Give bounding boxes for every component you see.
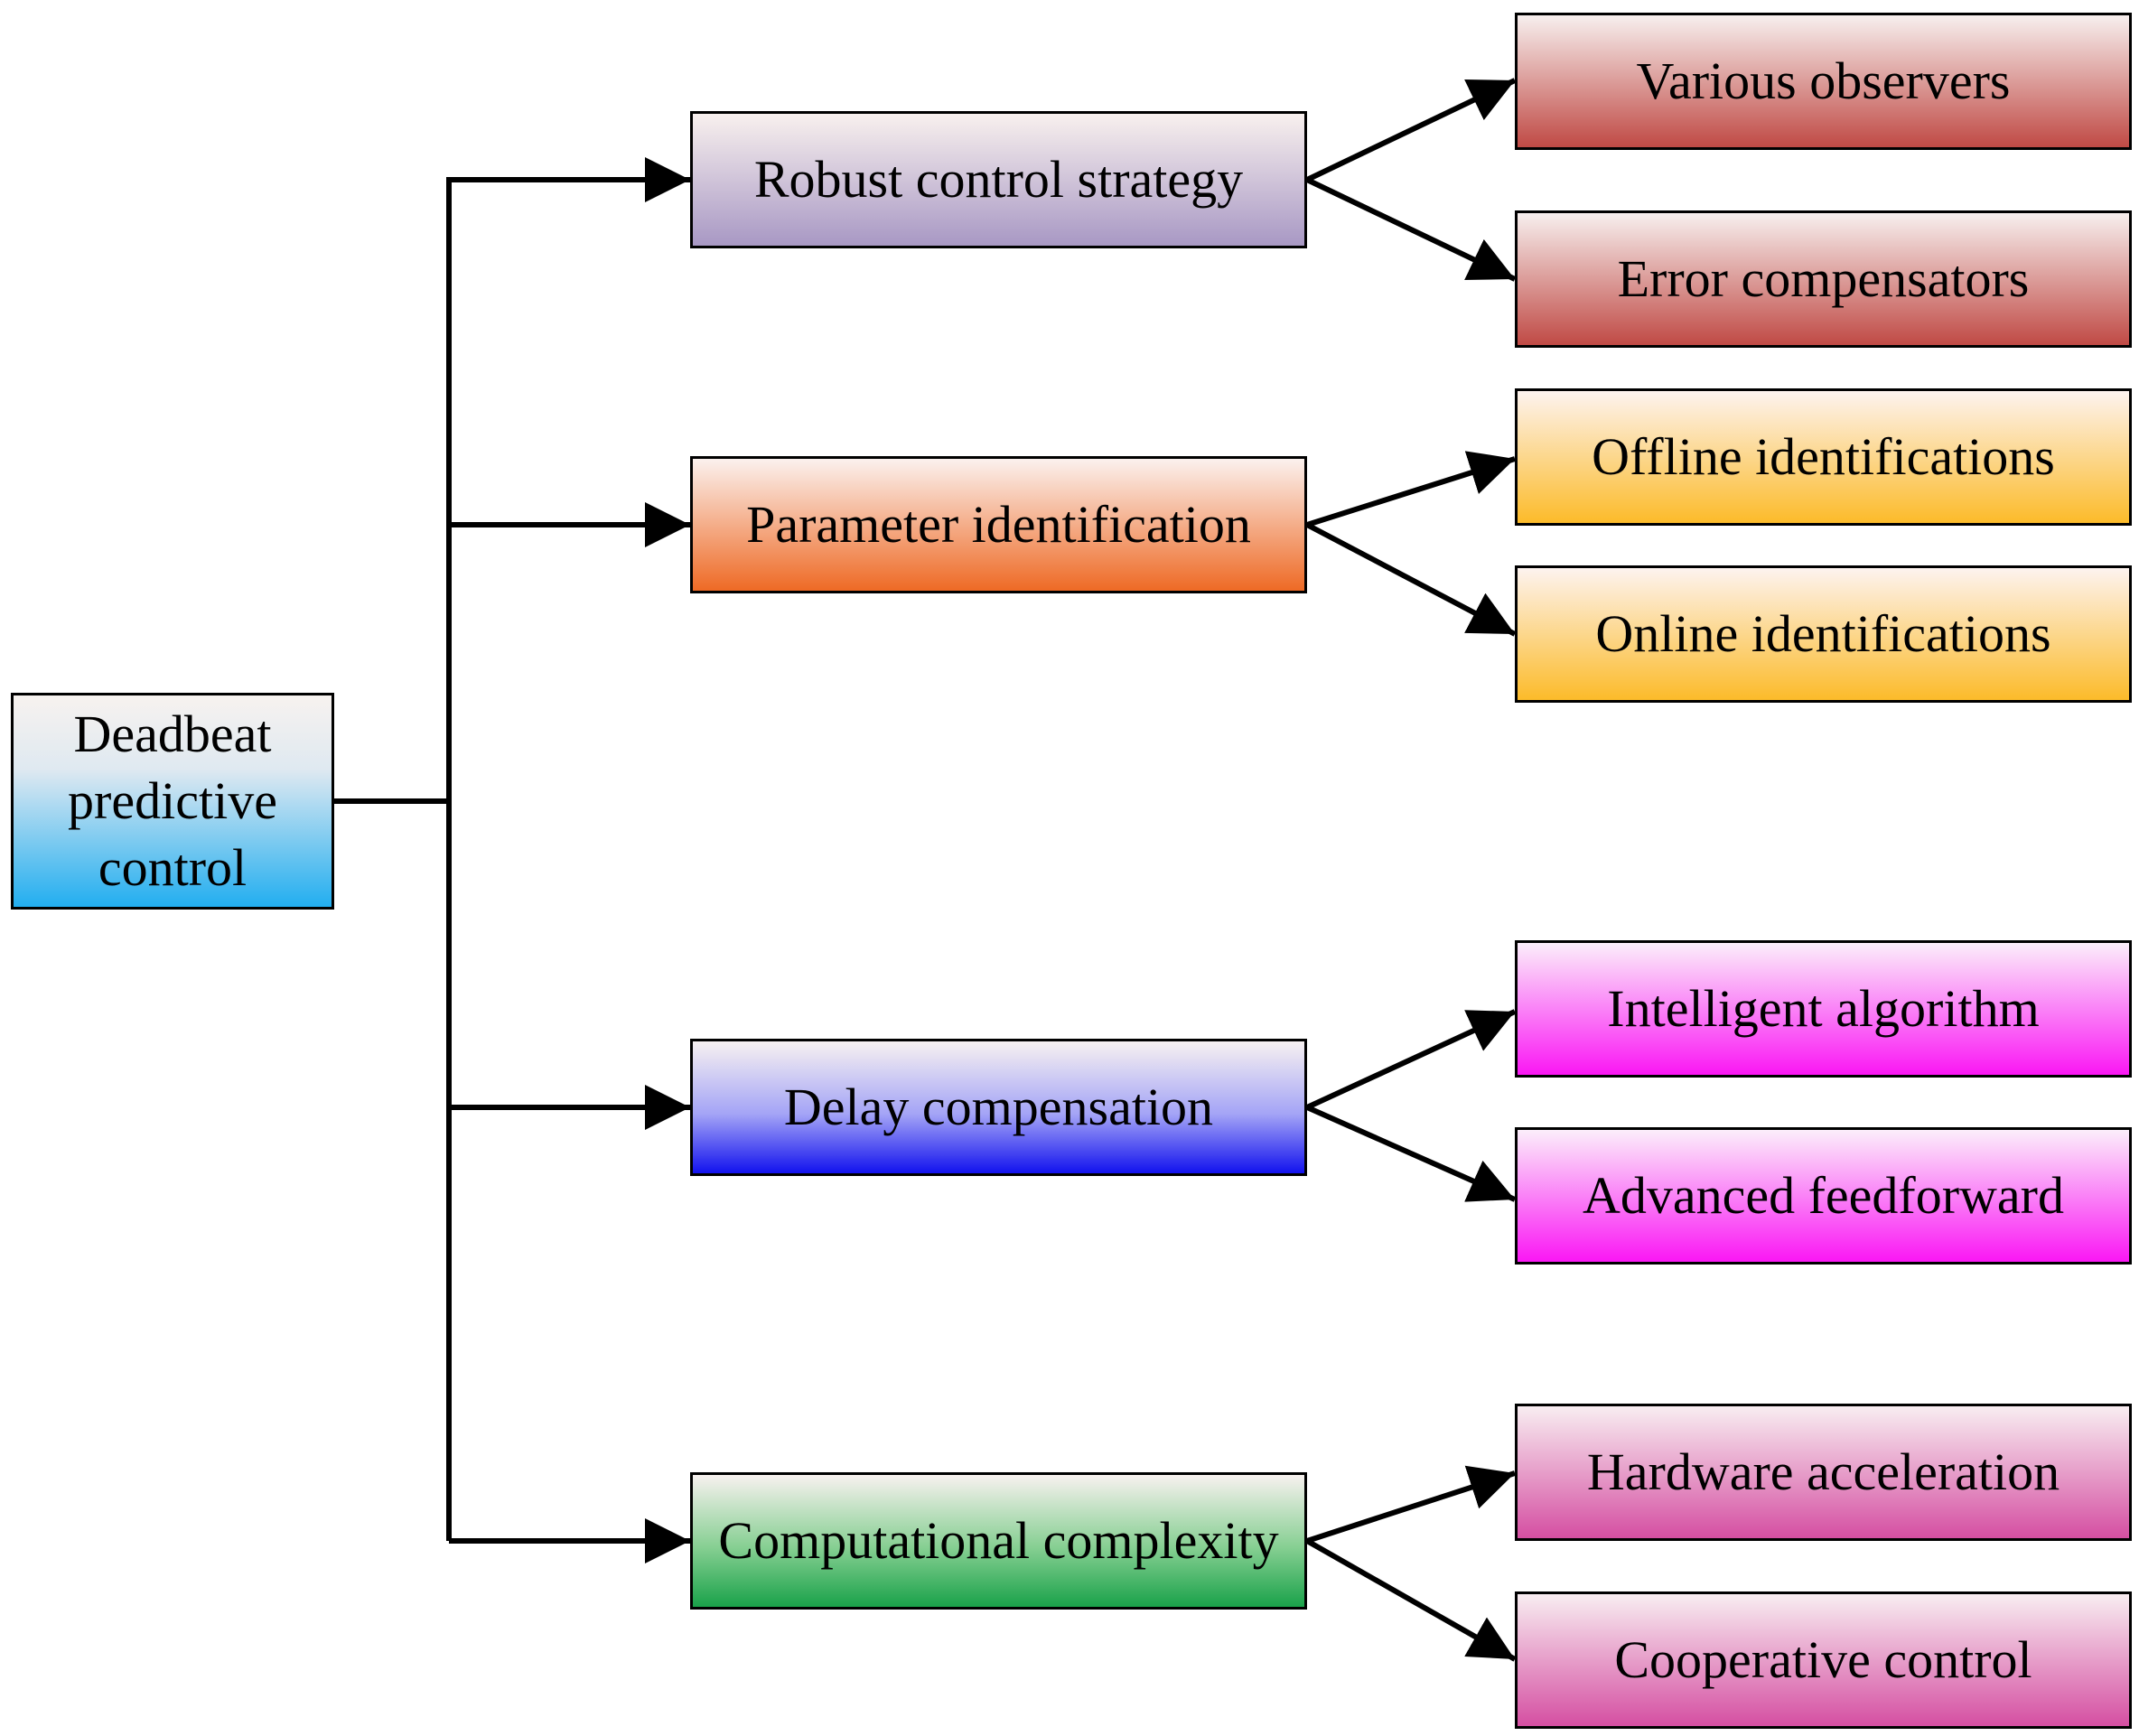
leaf-offline-identifications: Offline identifications (1515, 388, 2132, 526)
leaf-label: Various observers (1636, 51, 2011, 110)
leaf-hardware-acceleration: Hardware acceleration (1515, 1404, 2132, 1541)
arrow-advanced-feedforward (1305, 1105, 1517, 1202)
category-robust-control-strategy: Robust control strategy (690, 111, 1307, 248)
arrow-various-observers (1305, 78, 1517, 182)
leaf-label: Online identifications (1595, 604, 2051, 663)
leaf-cooperative-control: Cooperative control (1515, 1591, 2132, 1729)
arrow-hardware-acceleration (1306, 1465, 1516, 1544)
leaf-label: Offline identifications (1592, 427, 2055, 486)
arrow-error-compensators (1305, 177, 1517, 282)
leaf-label: Intelligent algorithm (1607, 979, 2040, 1038)
leaf-advanced-feedforward: Advanced feedforward (1515, 1127, 2132, 1265)
root-label: Deadbeat predictive control (68, 705, 277, 897)
root-node: Deadbeat predictive control (11, 693, 334, 910)
category-label: Parameter identification (746, 495, 1251, 554)
category-label: Robust control strategy (753, 150, 1244, 209)
leaf-intelligent-algorithm: Intelligent algorithm (1515, 940, 2132, 1078)
arrow-offline-identifications (1306, 451, 1516, 527)
category-computational-complexity: Computational complexity (690, 1472, 1307, 1610)
arrow-cooperative-control (1305, 1538, 1517, 1662)
leaf-label: Cooperative control (1614, 1630, 2032, 1689)
arrow-online-identifications (1305, 522, 1517, 637)
leaf-online-identifications: Online identifications (1515, 565, 2132, 703)
category-parameter-identification: Parameter identification (690, 456, 1307, 593)
category-delay-compensation: Delay compensation (690, 1039, 1307, 1176)
leaf-label: Error compensators (1617, 249, 2030, 308)
arrow-intelligent-algorithm (1305, 1009, 1517, 1110)
leaf-various-observers: Various observers (1515, 13, 2132, 150)
leaf-error-compensators: Error compensators (1515, 210, 2132, 348)
category-label: Delay compensation (783, 1078, 1214, 1136)
leaf-label: Hardware acceleration (1586, 1442, 2060, 1501)
category-label: Computational complexity (718, 1511, 1279, 1570)
leaf-label: Advanced feedforward (1583, 1166, 2064, 1225)
